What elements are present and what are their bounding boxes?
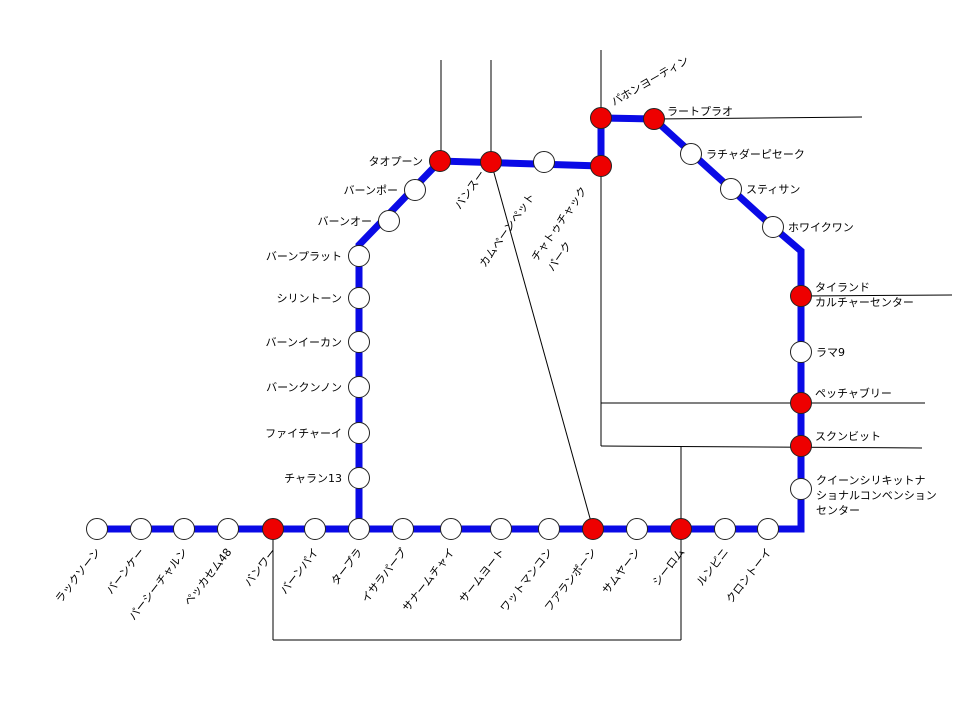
interchange-station-marker (643, 108, 665, 130)
connector-line (600, 445, 923, 449)
station-marker (130, 518, 152, 540)
station-label: カルチャーセンター (815, 296, 914, 309)
station-marker (304, 518, 326, 540)
connector-line (490, 161, 594, 530)
station-label: ペッチャブリー (815, 386, 892, 400)
station-label: チャラン13 (284, 472, 342, 485)
station-label: ラックソーン (53, 546, 104, 606)
station-marker (217, 518, 239, 540)
station-label: バーンケー (104, 546, 148, 597)
station-marker (348, 518, 370, 540)
interchange-station-marker (429, 150, 451, 172)
station-label: バーンオー (318, 215, 372, 228)
station-label: ラチャダーピセーク (706, 147, 805, 161)
interchange-station-marker (590, 155, 612, 177)
station-marker (490, 518, 512, 540)
station-label: スクンビット (815, 430, 881, 443)
station-marker (348, 245, 370, 267)
station-label: タープラ (328, 546, 365, 588)
interchange-station-marker (262, 518, 284, 540)
station-marker (714, 518, 736, 540)
station-label: センター (816, 504, 860, 517)
station-marker (348, 331, 370, 353)
station-label: バーンポー (344, 184, 398, 197)
interchange-station-marker (790, 285, 812, 307)
station-label: カムペーンペット (477, 191, 538, 270)
station-label: クロントーイ (723, 546, 774, 606)
station-marker (348, 467, 370, 489)
station-marker (392, 518, 414, 540)
station-marker (173, 518, 195, 540)
station-label: タオプーン (369, 155, 423, 168)
station-label: バンスー (452, 168, 488, 212)
station-marker (790, 478, 812, 500)
station-marker (626, 518, 648, 540)
station-label: スティサン (746, 183, 800, 196)
station-label: ホワイクワン (788, 221, 854, 234)
station-marker (440, 518, 462, 540)
station-label: ショナルコンベンション (816, 489, 937, 502)
station-marker (348, 376, 370, 398)
station-marker (538, 518, 560, 540)
interchange-station-marker (590, 107, 612, 129)
station-label: クイーンシリキットナ (816, 474, 925, 487)
station-label: ルンピニ (694, 546, 731, 589)
station-label: イサラパープ (359, 546, 409, 605)
station-label: ファイチャーイ (265, 427, 342, 440)
station-marker (378, 210, 400, 232)
station-marker (348, 422, 370, 444)
interchange-station-marker (670, 518, 692, 540)
station-label: サームヨート (457, 546, 508, 606)
station-label: シーロム (650, 546, 687, 589)
station-label: バーンパイ (278, 546, 322, 597)
station-label: ラマ9 (816, 346, 845, 359)
interchange-station-marker (582, 518, 604, 540)
station-label: ラートプラオ (667, 105, 733, 118)
station-label: バンワー (242, 546, 280, 589)
station-label: タイランド (815, 281, 870, 294)
station-label: バーンクンノン (266, 381, 342, 394)
station-label: ペッカセム48 (182, 546, 235, 608)
station-marker (762, 216, 784, 238)
interchange-station-marker (790, 435, 812, 457)
station-label: パホンヨーティン (609, 54, 691, 109)
station-marker (680, 143, 702, 165)
interchange-station-marker (790, 392, 812, 414)
station-label: サムヤーン (600, 546, 644, 597)
station-marker (348, 287, 370, 309)
station-marker (720, 178, 742, 200)
station-marker (790, 341, 812, 363)
station-marker (86, 518, 108, 540)
connector-line (800, 294, 953, 297)
connector-line (653, 116, 863, 120)
station-label: バーンプラット (266, 250, 342, 263)
blue-line-route (97, 114, 805, 533)
station-marker (533, 151, 555, 173)
station-marker (404, 179, 426, 201)
station-label: サナームチャイ (400, 546, 457, 614)
station-label: シリントーン (277, 292, 342, 305)
station-marker (757, 518, 779, 540)
station-label: バーンイーカン (266, 336, 342, 349)
interchange-station-marker (480, 151, 502, 173)
